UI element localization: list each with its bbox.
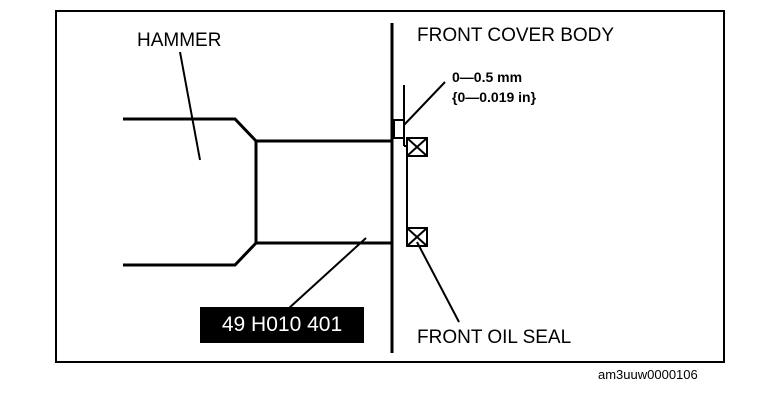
- clearance-in-label: {0—0.019 in}: [452, 89, 537, 105]
- hammer-label: HAMMER: [137, 30, 222, 51]
- leader-hammer: [179, 51, 201, 161]
- clearance-mm-label: 0—0.5 mm: [452, 69, 523, 85]
- seal-housing: [393, 85, 408, 246]
- leader-lines: [179, 51, 460, 323]
- leader-clearance: [403, 81, 446, 126]
- diagram-frame: [55, 10, 725, 363]
- figure-code: am3uuw0000106: [598, 367, 698, 382]
- leader-oil-seal: [416, 241, 460, 323]
- hammer-outline: [123, 117, 392, 267]
- oil-seal-upper: [406, 137, 428, 157]
- front-cover-body-label: FRONT COVER BODY: [417, 25, 615, 46]
- oil-seal-lower: [406, 227, 428, 247]
- leader-tool: [287, 237, 367, 310]
- front-oil-seal-label: FRONT OIL SEAL: [417, 327, 572, 348]
- tool-number-badge: 49 H010 401: [200, 307, 364, 343]
